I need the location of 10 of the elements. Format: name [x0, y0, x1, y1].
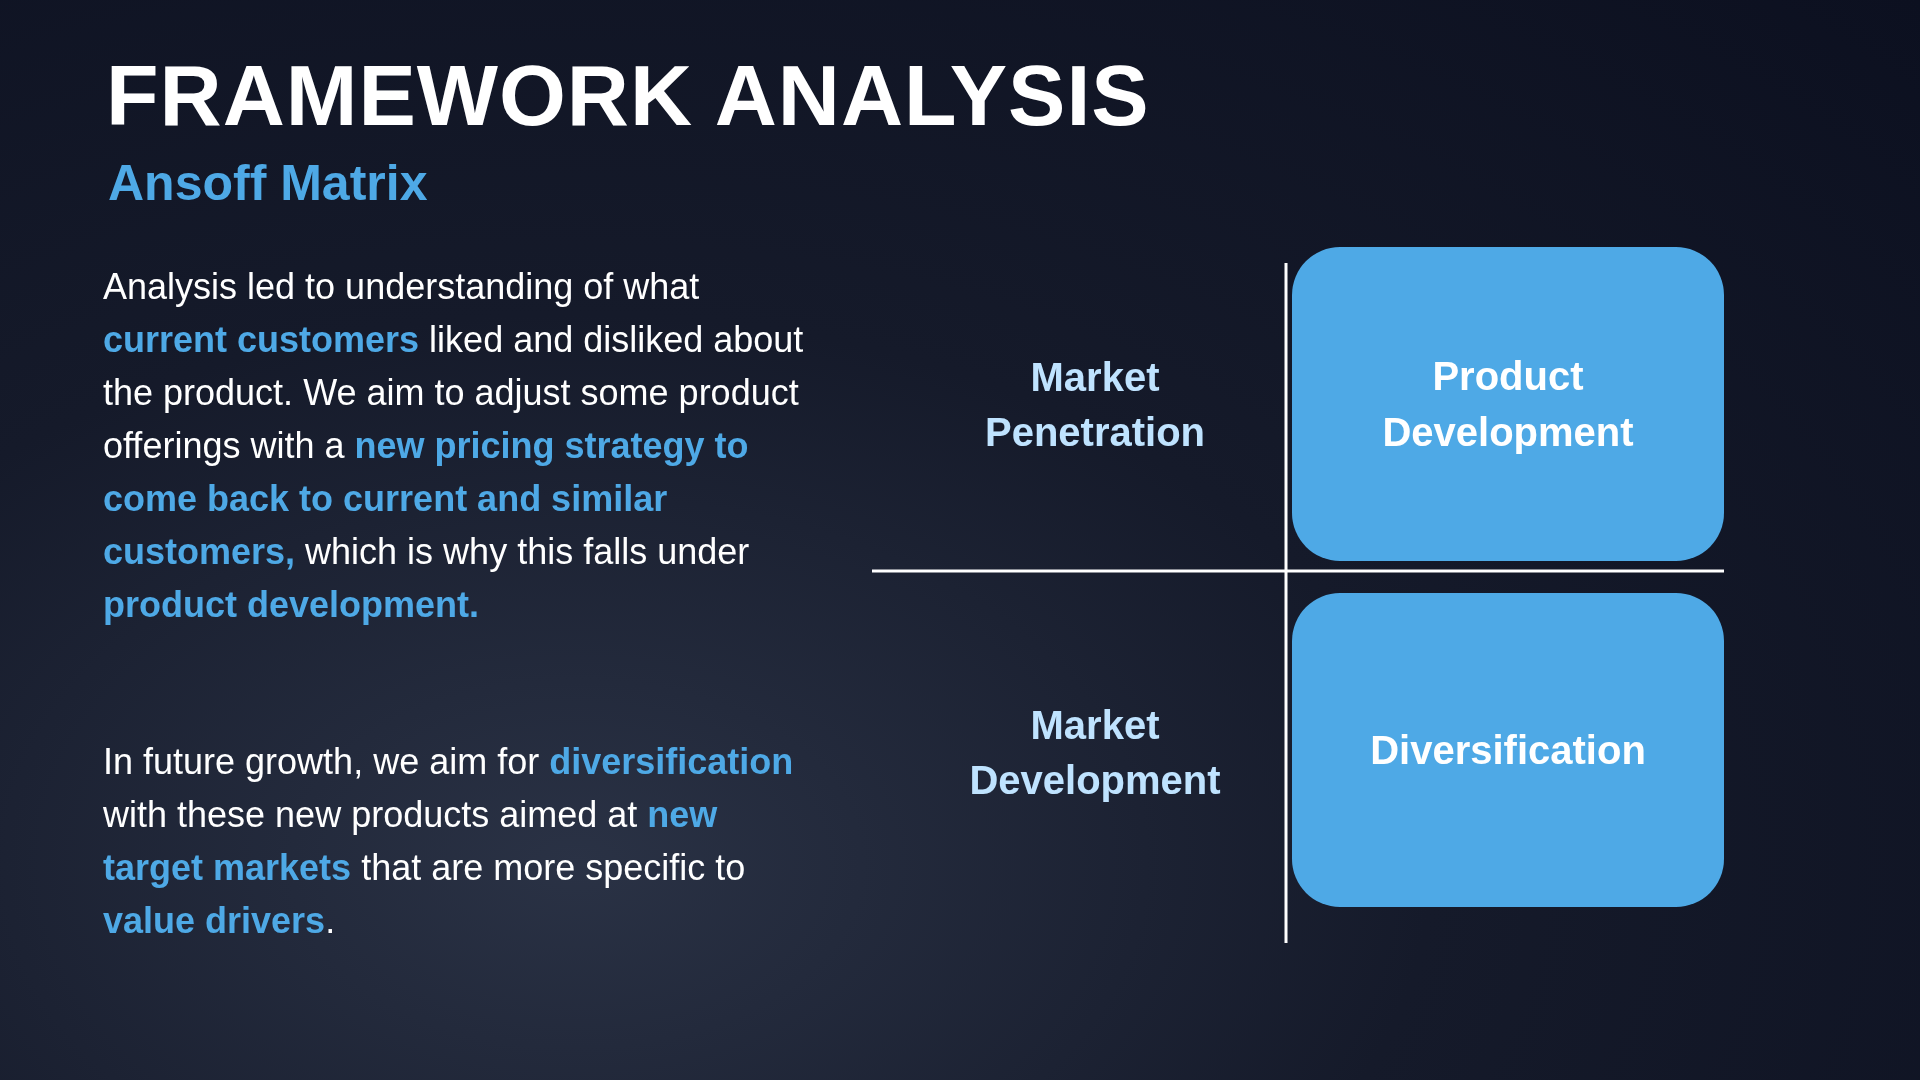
- body-paragraph: In future growth, we aim for diversification with these new products aimed at new target markets that are more specific to value drivers.: [103, 740, 795, 943]
- quadrant-label: Market Penetration: [983, 354, 1206, 456]
- slide-title: FRAMEWORK ANALYSIS: [106, 52, 1150, 138]
- quadrant-label: Market Development: [968, 702, 1222, 804]
- quadrant-title: Product Development: [1381, 353, 1635, 456]
- quadrant-title: Diversification: [1370, 727, 1646, 774]
- quadrant-box: [1292, 247, 1724, 561]
- quadrant-box: [1292, 593, 1724, 907]
- slide-subtitle: Ansoff Matrix: [108, 158, 428, 208]
- body-paragraph: Analysis led to understanding of what current customers liked and disliked about the product. We aim to adjust some product offerings with a new pricing strategy to come back to current and similar customers, which is why this falls under product development.: [103, 265, 805, 627]
